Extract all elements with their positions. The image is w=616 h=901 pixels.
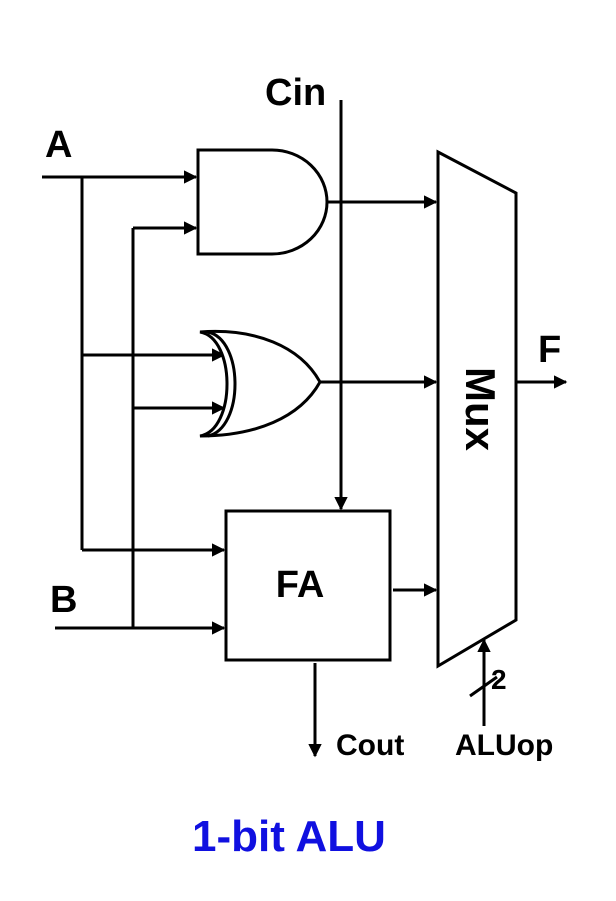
carry-in-label: Cin [265,72,326,114]
and-gate [196,148,329,256]
mux-label: Mux [457,367,504,452]
aluop-label: ALUop [455,729,553,762]
carry-out-label: Cout [336,729,404,762]
or-gate [199,329,322,438]
output-f-label: F [538,329,561,371]
diagram-caption: 1-bit ALU [192,812,386,861]
bus-width-label: 2 [491,664,507,695]
input-a-label: A [45,124,72,166]
or-gate-back-curve [207,330,237,438]
input-b-label: B [50,579,77,621]
full-adder-box [224,509,392,662]
mux-block [436,149,518,669]
bus-slash [469,675,498,698]
full-adder-label: FA [276,564,325,606]
